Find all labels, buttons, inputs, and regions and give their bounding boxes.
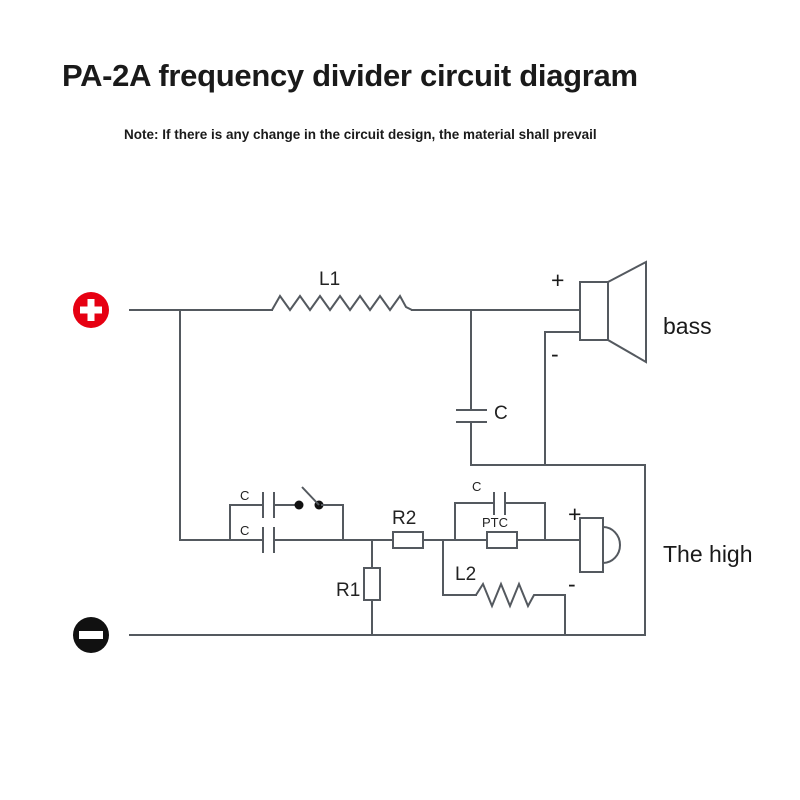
negative-terminal xyxy=(73,617,109,653)
speaker-tweeter xyxy=(579,517,621,573)
label-L2: L2 xyxy=(455,564,476,585)
resistor-R2 xyxy=(392,531,456,549)
positive-branch-wire xyxy=(179,309,231,541)
label-C1: C xyxy=(494,403,508,424)
label-C2: C xyxy=(240,488,249,503)
positive-terminal xyxy=(73,292,109,328)
mid-rail xyxy=(470,464,646,636)
bass-negative-wire xyxy=(544,331,581,466)
label-PTC: PTC xyxy=(482,515,508,530)
speaker-bass xyxy=(579,260,647,364)
resistor-R1 xyxy=(363,539,381,636)
label-L1: L1 xyxy=(319,269,340,290)
page-note: Note: If there is any change in the circ… xyxy=(124,127,597,142)
bass-minus-sign: - xyxy=(551,341,559,367)
bass-plus-sign: + xyxy=(551,267,564,293)
label-tweeter: The high xyxy=(663,541,753,567)
label-R2: R2 xyxy=(392,508,416,529)
tweeter-minus-sign: - xyxy=(568,571,576,597)
capacitor-C1 xyxy=(456,309,487,466)
inductor-L1 xyxy=(271,294,413,312)
label-R1: R1 xyxy=(336,580,360,601)
inductor-L2 xyxy=(442,539,566,609)
capacitor-bank-left xyxy=(229,486,394,553)
label-C4: C xyxy=(472,479,481,494)
label-C3: C xyxy=(240,523,249,538)
page-title: PA-2A frequency divider circuit diagram xyxy=(62,58,638,93)
label-bass: bass xyxy=(663,313,712,339)
tweeter-plus-sign: + xyxy=(568,501,581,527)
ptc-parallel-network xyxy=(454,492,581,549)
